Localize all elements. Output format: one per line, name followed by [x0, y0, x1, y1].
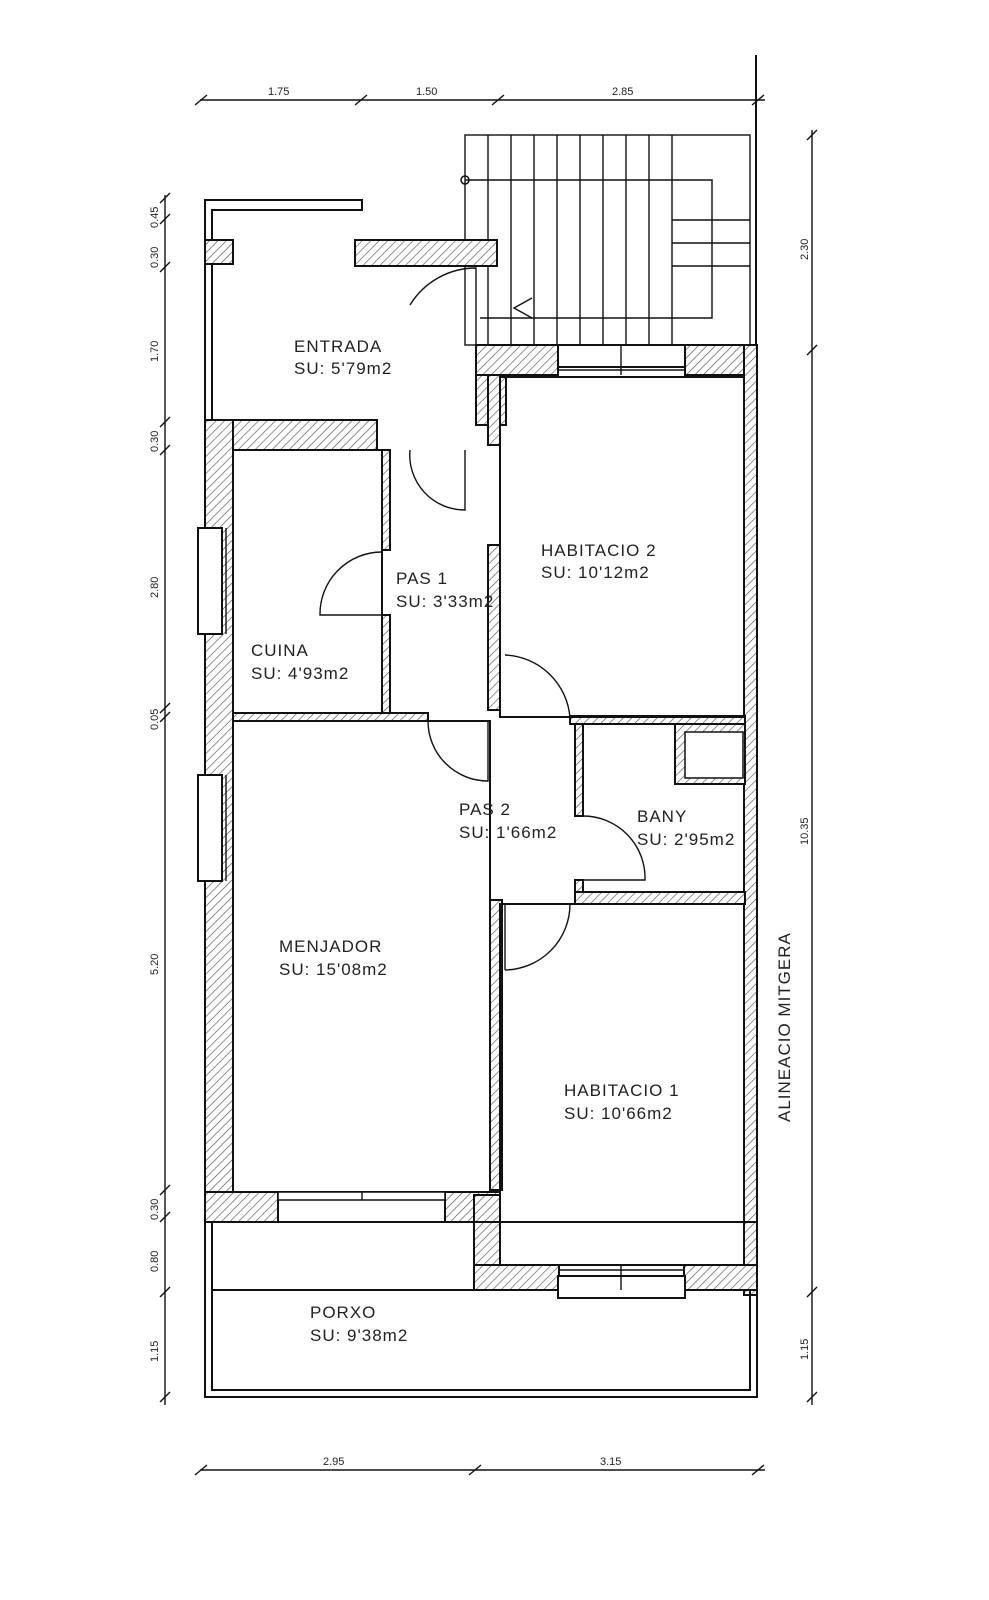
dim-top-1: 1.75	[268, 86, 289, 98]
room-name-entrada: ENTRADA	[294, 337, 382, 356]
room-name-cuina: CUINA	[251, 641, 309, 660]
right-dimension-line: 2.30 10.35 1.15	[799, 129, 818, 1405]
left-dimension-line: 0.30 0.45 1.70 0.30 2.80 0.05 5.20 0.30 …	[149, 192, 171, 1405]
room-area-bany: SU: 2'95m2	[637, 830, 735, 849]
dim-left-8: 0.30	[149, 1199, 161, 1220]
dim-left-5: 2.80	[149, 577, 161, 598]
room-name-menjador: MENJADOR	[279, 937, 382, 956]
room-area-entrada: SU: 5'79m2	[294, 359, 392, 378]
room-area-pas-1: SU: 3'33m2	[396, 592, 494, 611]
room-area-habitacio-1: SU: 10'66m2	[564, 1104, 673, 1123]
dim-right-2: 10.35	[799, 817, 811, 845]
room-habitacio-2: HABITACIO 2 SU: 10'12m2	[541, 541, 657, 582]
staircase	[460, 134, 751, 346]
room-area-menjador: SU: 15'08m2	[279, 960, 388, 979]
room-name-porxo: PORXO	[310, 1303, 376, 1322]
dim-left-1: 0.30	[149, 247, 161, 268]
dim-left-6: 0.05	[149, 709, 161, 730]
room-name-habitacio-1: HABITACIO 1	[564, 1081, 680, 1100]
room-porxo: PORXO SU: 9'38m2	[310, 1303, 408, 1345]
dim-left-7: 5.20	[149, 954, 161, 975]
dim-right-3: 1.15	[799, 1339, 811, 1360]
bottom-dimension-line: 2.95 3.15	[194, 1456, 765, 1476]
room-name-bany: BANY	[637, 807, 687, 826]
dim-top-3: 2.85	[612, 86, 633, 98]
top-dimension-line: 1.75 1.50 2.85	[194, 86, 765, 106]
dim-bottom-2: 3.15	[600, 1456, 621, 1468]
room-bany: BANY SU: 2'95m2	[637, 807, 735, 849]
windows	[197, 344, 686, 1299]
room-pas-2: PAS 2 SU: 1'66m2	[459, 800, 557, 842]
room-menjador: MENJADOR SU: 15'08m2	[279, 937, 388, 979]
side-label-alineacio-mitgera: ALINEACIO MITGERA	[775, 932, 794, 1122]
dim-top-2: 1.50	[416, 86, 437, 98]
room-area-habitacio-2: SU: 10'12m2	[541, 563, 650, 582]
dim-left-4: 0.30	[149, 431, 161, 452]
room-area-cuina: SU: 4'93m2	[251, 664, 349, 683]
dim-right-1: 2.30	[799, 239, 811, 260]
door-swings	[319, 267, 646, 971]
room-cuina: CUINA SU: 4'93m2	[251, 641, 349, 683]
room-pas-1: PAS 1 SU: 3'33m2	[396, 569, 494, 611]
room-habitacio-1: HABITACIO 1 SU: 10'66m2	[564, 1081, 680, 1123]
room-name-pas-1: PAS 1	[396, 569, 448, 588]
room-outlines	[204, 376, 758, 1398]
dim-bottom-1: 2.95	[323, 1456, 344, 1468]
room-entrada: ENTRADA SU: 5'79m2	[294, 337, 392, 378]
room-name-habitacio-2: HABITACIO 2	[541, 541, 657, 560]
dim-left-3: 1.70	[149, 341, 161, 362]
dim-left-2: 0.45	[149, 207, 161, 228]
room-area-porxo: SU: 9'38m2	[310, 1326, 408, 1345]
dim-left-9: 0.80	[149, 1251, 161, 1272]
room-name-pas-2: PAS 2	[459, 800, 511, 819]
room-area-pas-2: SU: 1'66m2	[459, 823, 557, 842]
dim-left-10: 1.15	[149, 1341, 161, 1362]
